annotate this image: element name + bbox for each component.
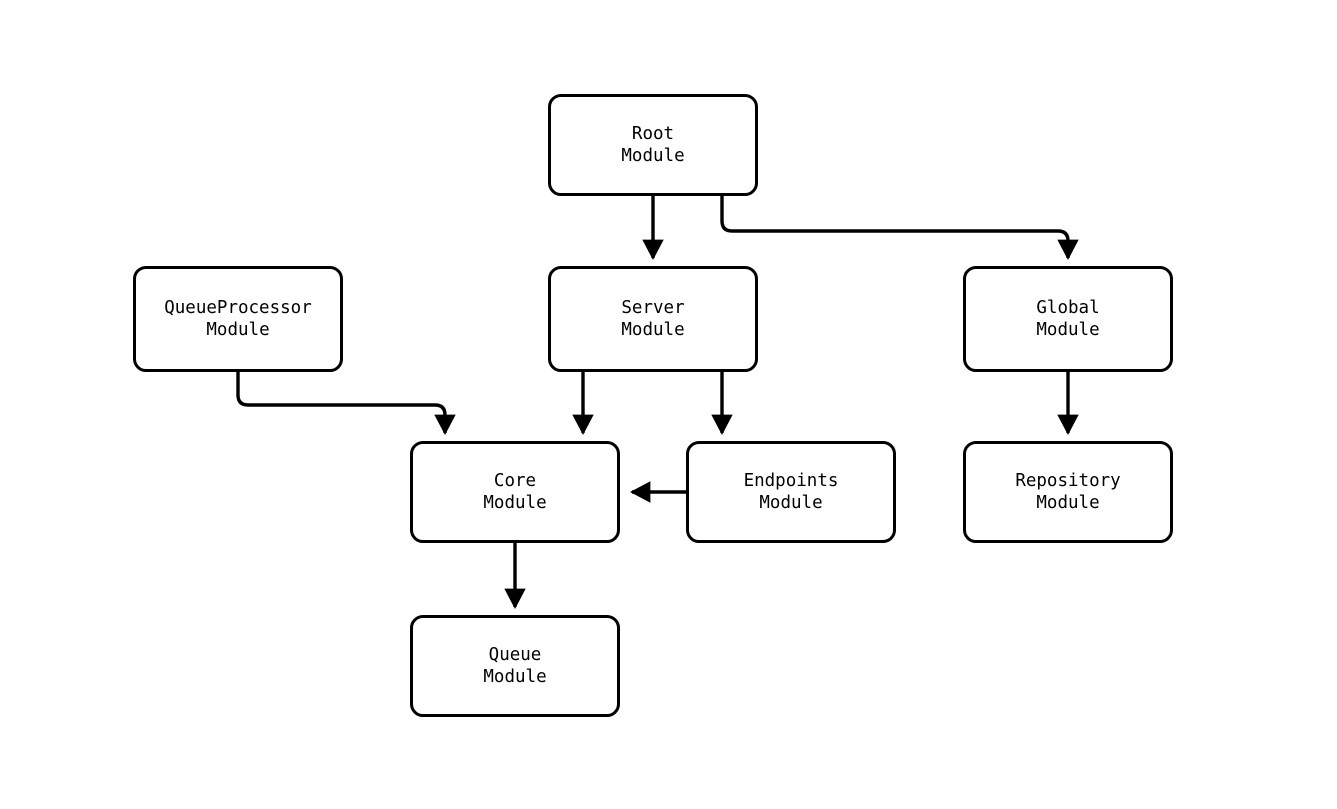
edge-root-to-global bbox=[720, 196, 1079, 261]
node-server[interactable]: Server Module bbox=[548, 266, 758, 372]
edge-queueprocessor-to-core bbox=[236, 372, 456, 436]
node-queueprocessor-label-line2: Module bbox=[206, 320, 270, 340]
node-endpoints-label-line2: Module bbox=[759, 493, 823, 513]
node-repository-label-line2: Module bbox=[1036, 493, 1100, 513]
node-repository-label-line1: Repository bbox=[1015, 471, 1121, 491]
node-queue-label-line2: Module bbox=[483, 667, 547, 687]
node-global[interactable]: Global Module bbox=[963, 266, 1173, 372]
node-global-label-line1: Global bbox=[1036, 298, 1100, 318]
node-server-label-line1: Server bbox=[621, 298, 685, 318]
node-queue[interactable]: Queue Module bbox=[410, 615, 620, 717]
node-queue-label-line1: Queue bbox=[488, 645, 542, 665]
node-root-label-line2: Module bbox=[621, 146, 685, 166]
node-server-label-line2: Module bbox=[621, 320, 685, 340]
node-root-label-line1: Root bbox=[631, 124, 675, 144]
node-queueprocessor-label-line1: QueueProcessor bbox=[164, 298, 312, 318]
node-core-label-line2: Module bbox=[483, 493, 547, 513]
node-core-label-line1: Core bbox=[493, 471, 537, 491]
node-endpoints[interactable]: Endpoints Module bbox=[686, 441, 896, 543]
node-endpoints-label-line1: Endpoints bbox=[743, 471, 839, 491]
node-queueprocessor[interactable]: QueueProcessor Module bbox=[133, 266, 343, 372]
node-core[interactable]: Core Module bbox=[410, 441, 620, 543]
node-repository[interactable]: Repository Module bbox=[963, 441, 1173, 543]
node-global-label-line2: Module bbox=[1036, 320, 1100, 340]
node-root[interactable]: Root Module bbox=[548, 94, 758, 196]
